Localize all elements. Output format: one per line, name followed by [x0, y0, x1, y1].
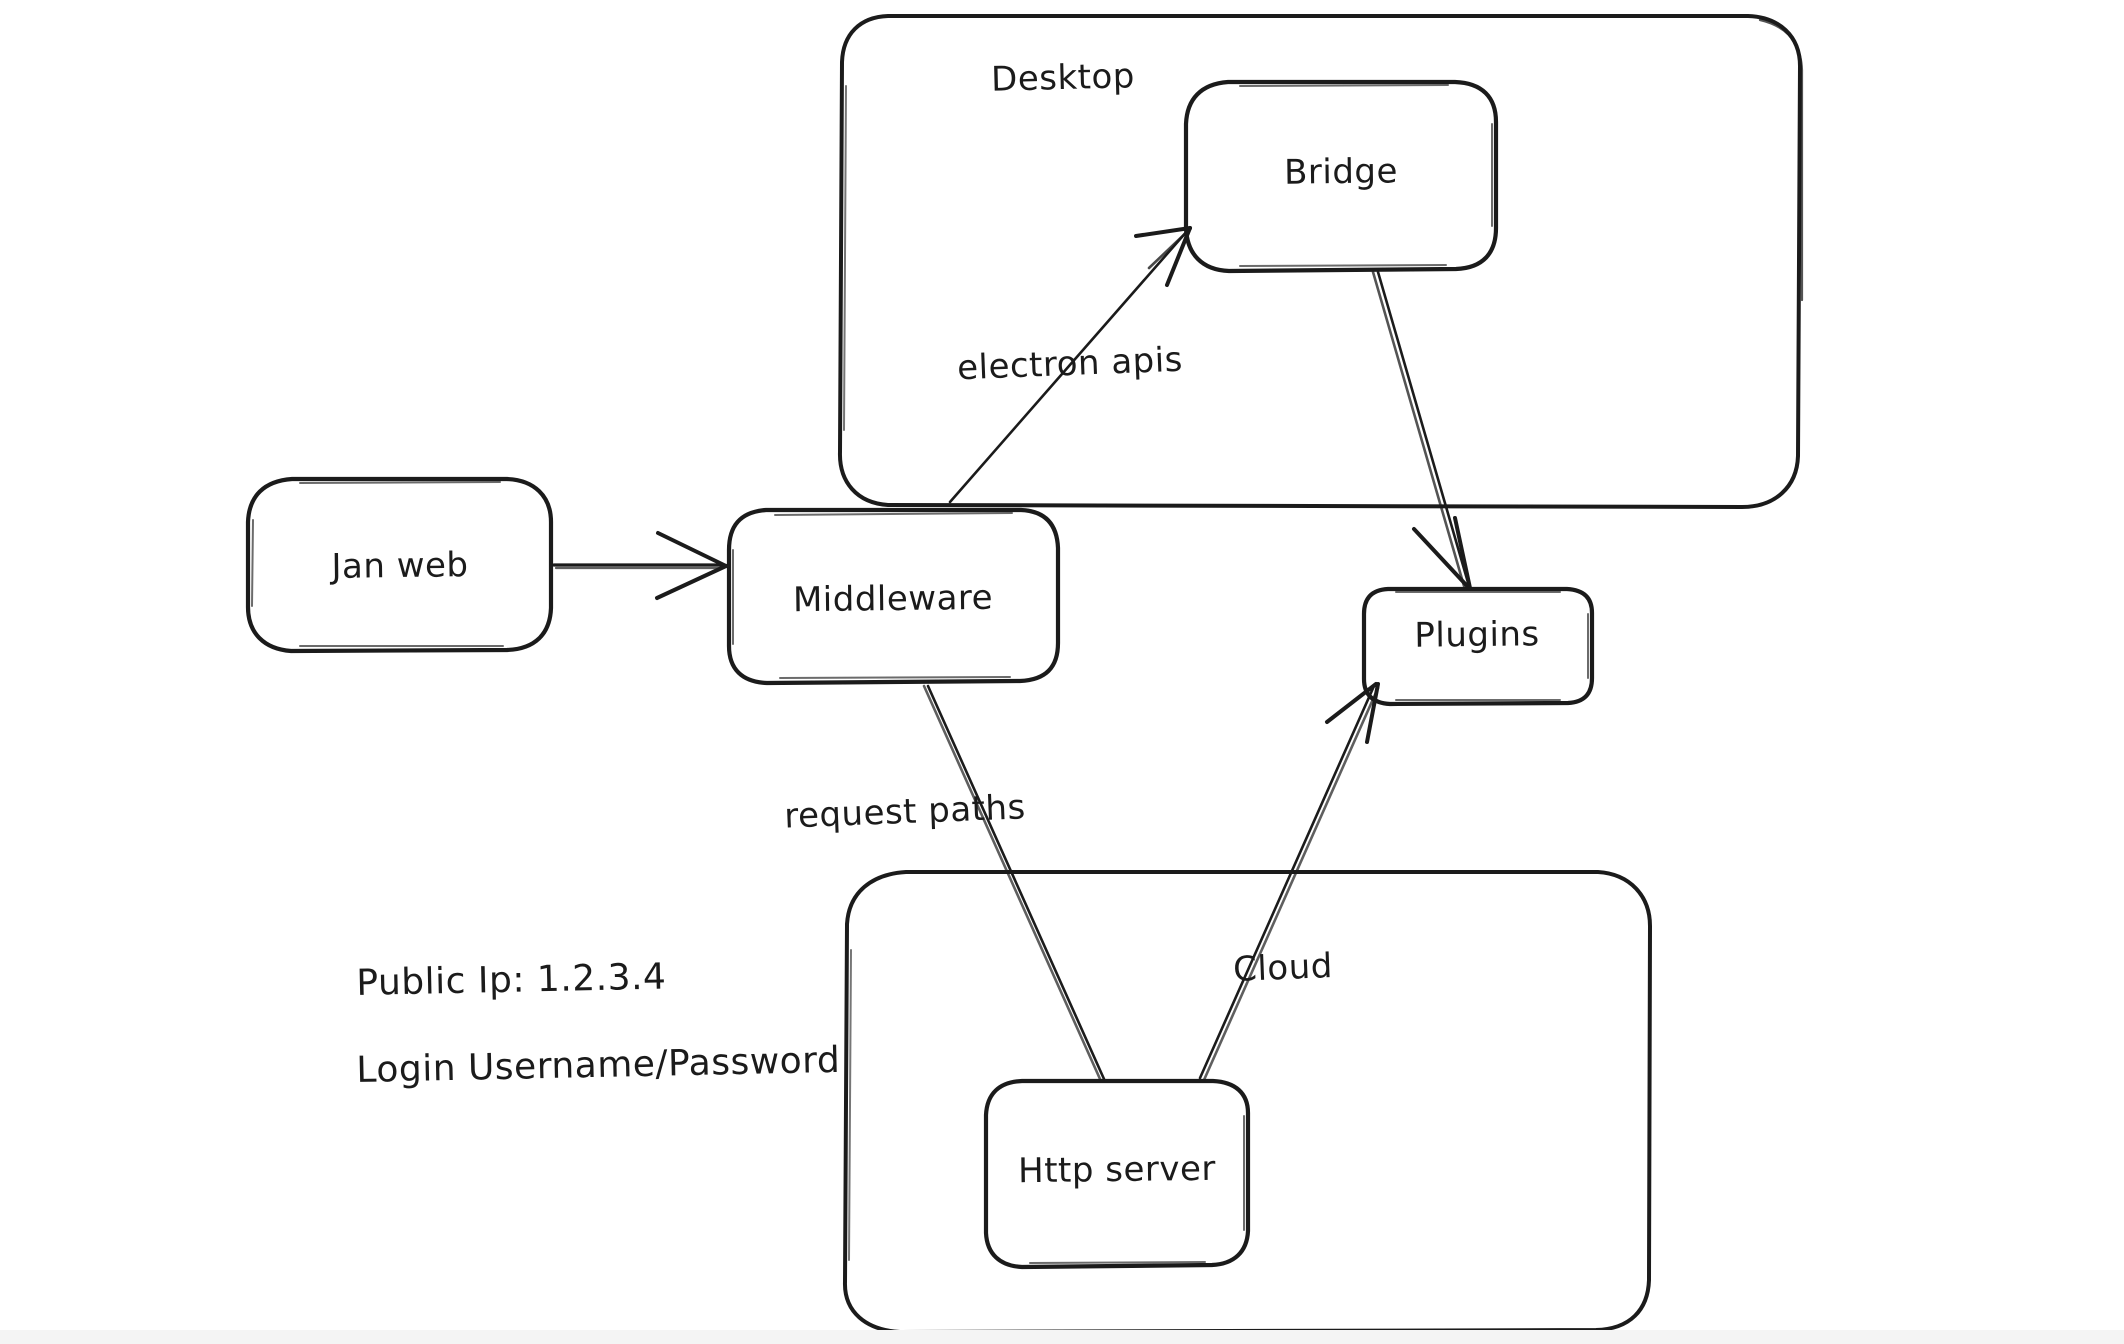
public-ip-note-line-1: Public Ip: 1.2.3.4 — [356, 956, 667, 1004]
edge-middleware-to-httpserver — [922, 684, 1106, 1081]
edge-janweb-to-middleware — [552, 531, 728, 600]
public-ip-note: Public Ip: 1.2.3.4 Login Username/Passwo… — [356, 957, 841, 1091]
edge-label-cloud: Cloud — [1232, 946, 1334, 990]
node-middleware-shape[interactable] — [726, 507, 1061, 686]
node-label-middleware: Middleware — [792, 577, 994, 621]
container-desktop — [837, 14, 1804, 509]
node-plugins-shape[interactable] — [1361, 586, 1595, 707]
node-label-http-server: Http server — [1017, 1148, 1217, 1192]
node-jan-web-shape[interactable] — [245, 476, 554, 654]
edge-bridge-to-plugins — [1371, 270, 1472, 590]
container-label-desktop: Desktop — [990, 56, 1136, 100]
edge-httpserver-to-plugins — [1198, 682, 1380, 1082]
container-cloud-region — [842, 870, 1652, 1334]
edge-middleware-to-bridge — [948, 226, 1192, 504]
node-bridge-shape[interactable] — [1183, 79, 1499, 274]
node-label-jan-web: Jan web — [331, 545, 469, 587]
node-http-server-shape[interactable] — [983, 1078, 1251, 1270]
node-label-plugins: Plugins — [1414, 614, 1540, 656]
node-label-bridge: Bridge — [1283, 151, 1399, 193]
